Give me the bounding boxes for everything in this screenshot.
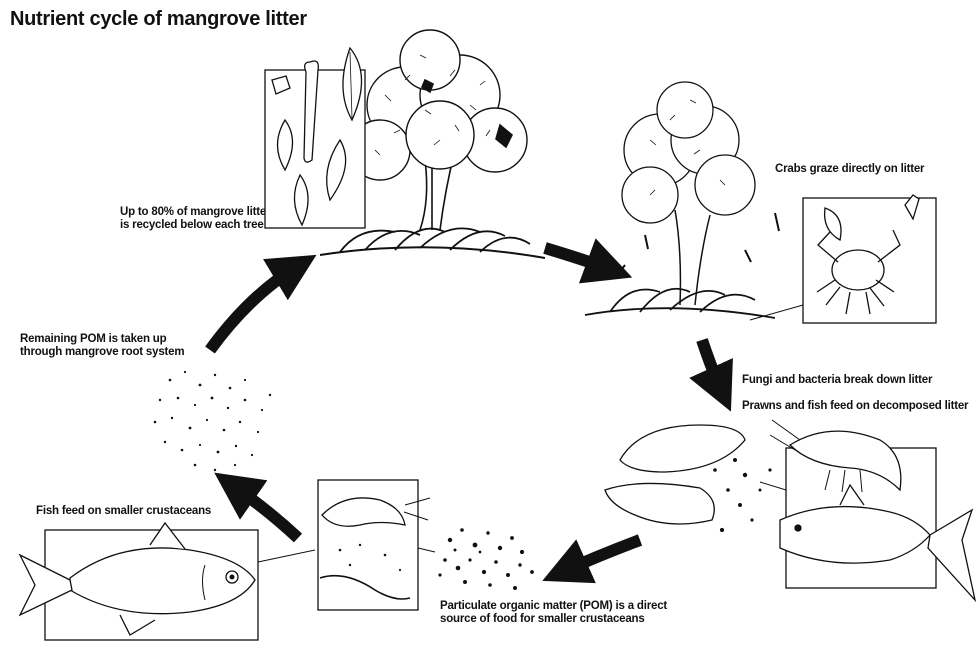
cycle-arrows [210,248,722,572]
arrow-crab-to-fungi [702,340,722,392]
arrow-prawn-to-pom [562,540,640,572]
mangrove-tree-crab-site [585,82,779,318]
arrow-tree-to-crab [545,248,612,270]
arrow-pom-cloud-to-tree [210,266,298,350]
crustacean-inset [318,480,435,610]
pom-cluster [438,528,533,590]
fish-inset [20,523,315,640]
pom-cloud [154,371,271,471]
crab-inset [750,195,936,323]
decomposing-litter [605,425,772,532]
litter-inset [265,48,365,228]
prawn-fish-inset [760,420,975,600]
